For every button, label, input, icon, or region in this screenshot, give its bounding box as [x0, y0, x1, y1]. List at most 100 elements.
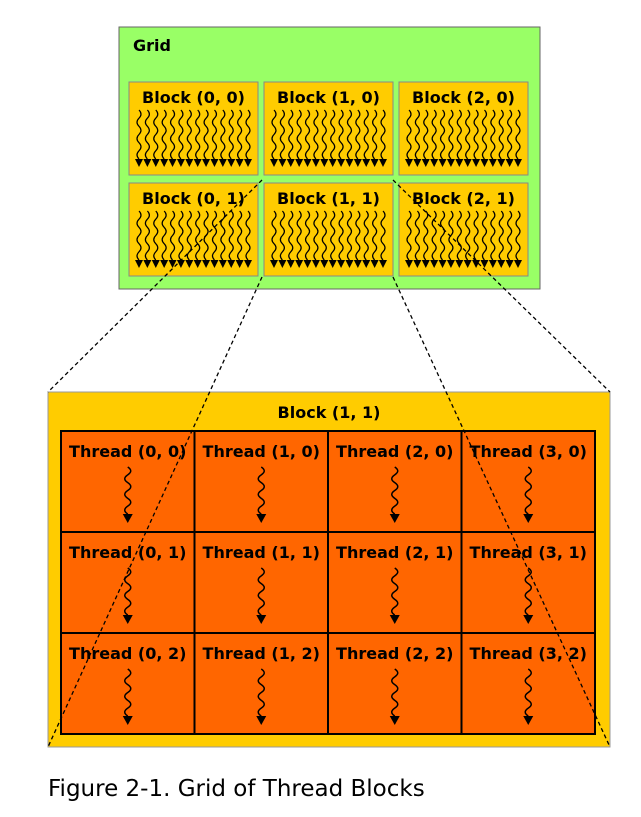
thread-arrow [391, 466, 399, 515]
mini-thread-arrowhead [303, 159, 312, 167]
mini-thread-arrow [481, 210, 488, 261]
mini-thread-arrow [346, 109, 353, 160]
mini-thread-arrowhead [286, 159, 295, 167]
mini-thread-arrow [515, 210, 521, 261]
mini-thread-arrow [136, 109, 142, 160]
mini-thread-arrowhead [193, 159, 202, 167]
mini-thread-arrow [228, 210, 234, 261]
mini-thread-arrow [330, 109, 336, 160]
thread-cell: Thread (1, 1) [193, 531, 329, 634]
zoom-connectors [47, 179, 611, 748]
mini-thread-arrow [490, 210, 496, 261]
grid-block: Block (1, 0) [263, 81, 394, 176]
mini-thread-arrowhead [320, 260, 329, 268]
mini-thread-arrowhead [438, 260, 447, 268]
mini-thread-arrowhead [362, 159, 371, 167]
mini-thread-arrowhead [168, 260, 177, 268]
thread-arrowhead [256, 716, 267, 725]
mini-thread-arrowhead [505, 159, 514, 167]
mini-thread-arrow [431, 210, 437, 261]
mini-thread-arrow [245, 210, 251, 261]
mini-thread-arrow [211, 210, 218, 261]
mini-thread-arrowhead [151, 260, 160, 268]
mini-thread-arrow [169, 210, 176, 261]
mini-thread-arrow [448, 109, 454, 160]
mini-thread-arrow [178, 210, 184, 261]
mini-thread-arrow [304, 210, 311, 261]
thread-label: Thread (3, 0) [470, 442, 587, 461]
mini-thread-arrowhead [345, 159, 354, 167]
mini-thread-arrowhead [446, 159, 455, 167]
mini-thread-arrowhead [379, 159, 387, 167]
mini-thread-arrowhead [328, 159, 337, 167]
mini-thread-arrowhead [345, 260, 354, 268]
thread-arrowhead [122, 514, 133, 523]
thread-cell: Thread (0, 2) [60, 632, 196, 735]
mini-thread-arrow [186, 210, 192, 261]
mini-thread-arrowhead [505, 260, 514, 268]
mini-thread-arrowhead [337, 260, 346, 268]
mini-thread-arrow [279, 210, 285, 261]
thread-cell: Thread (2, 2) [327, 632, 463, 735]
mini-thread-arrow [237, 109, 243, 160]
thread-arrow [257, 567, 265, 616]
mini-thread-arrow [288, 210, 294, 261]
mini-thread-arrow [473, 210, 479, 261]
thread-arrow [391, 668, 399, 717]
mini-thread-arrowhead [353, 159, 362, 167]
mini-thread-arrow [465, 109, 471, 160]
mini-thread-arrow [271, 109, 277, 160]
thread-arrowhead [523, 615, 534, 624]
mini-thread-arrow [220, 109, 226, 160]
mini-thread-arrow [338, 210, 344, 261]
mini-thread-arrowhead [430, 260, 439, 268]
thread-arrowhead [389, 716, 400, 725]
mini-thread-arrowhead [480, 159, 489, 167]
mini-thread-arrowhead [463, 260, 472, 268]
thread-arrow [257, 668, 265, 717]
grid-block-label: Block (1, 0) [277, 88, 380, 107]
mini-thread-arrow [186, 109, 192, 160]
mini-thread-arrow [431, 109, 437, 160]
thread-arrow [124, 567, 132, 616]
mini-thread-arrow [498, 210, 504, 261]
mini-thread-arrowhead [210, 260, 219, 268]
mini-thread-arrow [245, 109, 251, 160]
mini-thread-arrowhead [218, 159, 227, 167]
mini-thread-arrowhead [193, 260, 202, 268]
mini-thread-arrowhead [370, 159, 379, 167]
mini-thread-arrowhead [286, 260, 295, 268]
mini-thread-arrow [465, 210, 471, 261]
mini-thread-arrowhead [311, 159, 320, 167]
mini-thread-arrowhead [379, 260, 387, 268]
mini-thread-arrowhead [455, 159, 464, 167]
mini-thread-arrowhead [488, 159, 497, 167]
mini-thread-arrowhead [235, 159, 244, 167]
grid-block: Block (0, 0) [128, 81, 259, 176]
mini-thread-arrow [228, 109, 234, 160]
mini-thread-arrow [439, 109, 446, 160]
mini-thread-arrowhead [218, 260, 227, 268]
mini-thread-arrow [144, 109, 150, 160]
mini-thread-arrow [211, 109, 218, 160]
mini-thread-arrow [515, 109, 521, 160]
mini-thread-arrow [203, 109, 209, 160]
mini-thread-arrowhead [303, 260, 312, 268]
mini-thread-arrowhead [160, 260, 169, 268]
mini-thread-arrow [153, 210, 159, 261]
mini-thread-arrowhead [202, 260, 211, 268]
mini-thread-arrowhead [227, 159, 236, 167]
mini-thread-arrowhead [370, 260, 379, 268]
mini-thread-arrowhead [353, 260, 362, 268]
mini-thread-arrowhead [210, 159, 219, 167]
thread-arrow [257, 466, 265, 515]
grid-block: Block (2, 1) [398, 182, 529, 277]
thread-label: Thread (1, 0) [203, 442, 320, 461]
mini-thread-arrow [456, 210, 462, 261]
mini-thread-arrowhead [244, 159, 252, 167]
thread-label: Thread (2, 0) [336, 442, 453, 461]
mini-thread-arrowhead [160, 159, 169, 167]
mini-thread-arrowhead [227, 260, 236, 268]
mini-thread-arrow [195, 109, 201, 160]
mini-thread-arrowhead [202, 159, 211, 167]
